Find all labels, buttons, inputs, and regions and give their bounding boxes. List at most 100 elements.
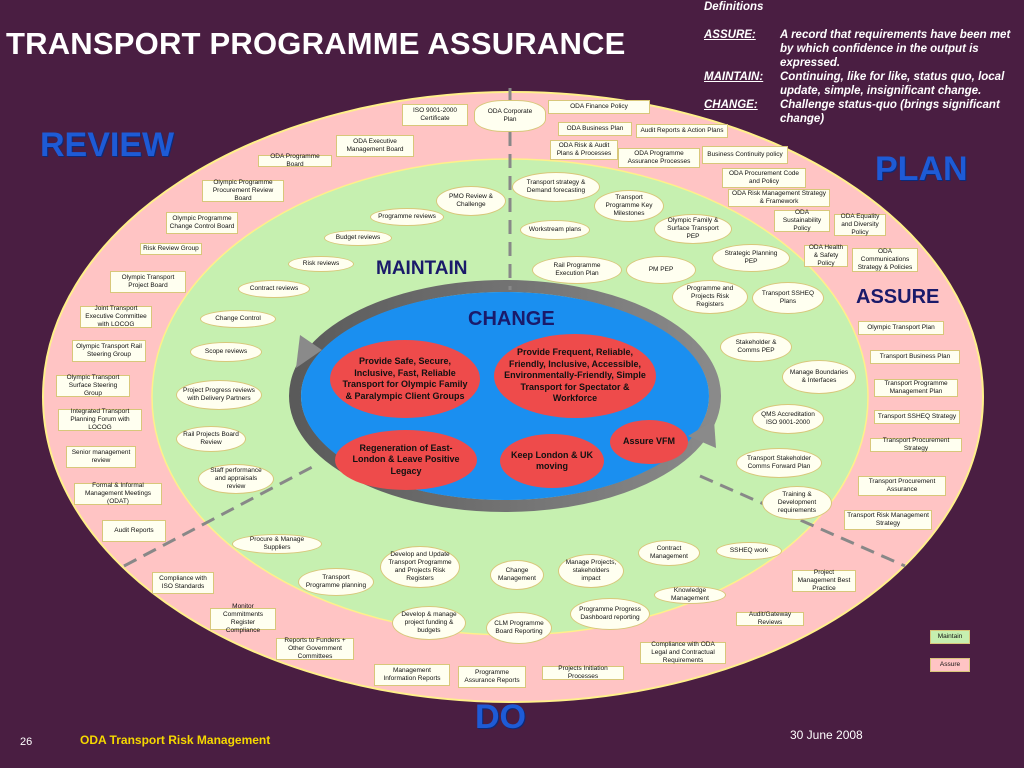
inner-item: Transport Programme Key Milestones — [594, 190, 664, 222]
inner-item: Programme Progress Dashboard reporting — [570, 598, 650, 630]
outer-item: Olympic Programme Procurement Review Boa… — [202, 179, 284, 202]
definition-text: Challenge status-quo (brings significant… — [780, 99, 1000, 125]
inner-item: Manage Projects, stakeholders impact — [558, 554, 624, 588]
outer-item: Business Continuity policy — [702, 146, 788, 164]
core-goal-keep-london-moving: Keep London & UK moving — [500, 434, 604, 488]
inner-item: Workstream plans — [520, 220, 590, 240]
definition-text: A record that requirements have been met… — [780, 29, 1011, 69]
page-title: TRANSPORT PROGRAMME ASSURANCE — [6, 26, 626, 61]
zone-label-review: REVIEW — [40, 126, 175, 164]
definitions-heading: Definitions — [704, 1, 764, 13]
outer-item: Senior management review — [66, 446, 136, 468]
outer-item: Audit/Gateway Reviews — [736, 611, 804, 626]
inner-item: Rail Programme Execution Plan — [532, 256, 622, 284]
definition-item: MAINTAIN:Continuing, like for like, stat… — [704, 70, 1022, 98]
core-goal-regeneration: Regeneration of East-London & Leave Posi… — [335, 430, 477, 490]
outer-item: Projects Initiation Processes — [542, 665, 624, 680]
footer-date: 30 June 2008 — [790, 728, 863, 742]
outer-item: Audit Reports & Action Plans — [636, 124, 728, 138]
cycle-arrow-left — [296, 335, 322, 368]
inner-item: CLM Programme Board Reporting — [486, 612, 552, 644]
outer-item: ODA Finance Policy — [548, 100, 650, 114]
inner-item: Stakeholder & Comms PEP — [720, 332, 792, 362]
zone-label-do: DO — [475, 698, 526, 736]
core-goal-spectators: Provide Frequent, Reliable, Friendly, In… — [494, 334, 656, 418]
inner-item: Training & Development requirements — [762, 486, 832, 520]
inner-item: Programme and Projects Risk Registers — [672, 280, 748, 314]
outer-item: ODA Procurement Code and Policy — [722, 168, 806, 188]
outer-item: Monitor Commitments Register Compliance — [210, 603, 276, 634]
inner-item: Staff performance and appraisals review — [198, 464, 274, 494]
core-goal-olympic-family: Provide Safe, Secure, Inclusive, Fast, R… — [330, 340, 480, 418]
outer-item: Project Management Best Practice — [792, 569, 856, 592]
inner-item: Contract Management — [638, 540, 700, 566]
inner-item: Scope reviews — [190, 342, 262, 362]
definition-term: CHANGE: — [704, 99, 758, 111]
outer-item: Programme Assurance Reports — [458, 666, 526, 688]
core-ring-shadow — [289, 280, 721, 512]
inner-item: SSHEQ work — [716, 542, 782, 560]
definition-term: ASSURE: — [704, 29, 756, 41]
outer-item: Reports to Funders + Other Government Co… — [276, 637, 354, 660]
outer-item: ODA Communications Strategy & Policies — [852, 248, 918, 272]
legend-assure: Assure — [930, 658, 970, 672]
divider-right — [699, 474, 906, 568]
outer-item: Formal & Informal Management Meetings (O… — [74, 482, 162, 505]
outer-item: ODA Risk & Audit Plans & Processes — [550, 140, 618, 160]
outer-item: ODA Programme Assurance Processes — [618, 148, 700, 168]
inner-item: Procure & Manage Suppliers — [232, 534, 322, 554]
inner-item: Transport Programme planning — [298, 568, 374, 596]
ring-label-assure: ASSURE — [856, 286, 940, 308]
outer-item: Transport Procurement Strategy — [870, 437, 962, 452]
page-number: 26 — [20, 736, 33, 748]
footer-title: ODA Transport Risk Management — [80, 733, 271, 747]
outer-item: Olympic Transport Plan — [858, 321, 944, 335]
outer-item: ODA Programme Board — [258, 153, 332, 168]
inner-item: Knowledge Management — [654, 586, 726, 604]
outer-item: Olympic Transport Surface Steering Group — [56, 374, 130, 397]
outer-item: ODA Corporate Plan — [474, 100, 546, 132]
outer-item: Compliance with ISO Standards — [152, 572, 214, 594]
outer-item: Olympic Programme Change Control Board — [166, 212, 238, 234]
inner-item: Olympic Family & Surface Transport PEP — [654, 214, 732, 244]
outer-item: Transport Business Plan — [870, 350, 960, 364]
outer-item: Olympic Transport Project Board — [110, 271, 186, 293]
outer-item: Audit Reports — [102, 520, 166, 542]
outer-item: Transport SSHEQ Strategy — [874, 410, 960, 424]
divider-left — [123, 462, 319, 568]
zone-label-plan: PLAN — [875, 150, 968, 188]
inner-item: Project Progress reviews with Delivery P… — [176, 380, 262, 410]
outer-item: Integrated Transport Planning Forum with… — [58, 408, 142, 431]
outer-item: Transport Programme Management Plan — [874, 379, 958, 397]
outer-item: ODA Business Plan — [558, 122, 632, 136]
inner-item: Strategic Planning PEP — [712, 244, 790, 272]
inner-item: Develop & manage project funding & budge… — [392, 606, 466, 640]
inner-item: Manage Boundaries & Interfaces — [782, 360, 856, 394]
inner-item: Develop and Update Transport Programme a… — [380, 546, 460, 588]
outer-item: Management Information Reports — [374, 664, 450, 686]
inner-item: Contract reviews — [238, 280, 310, 298]
inner-item: Transport SSHEQ Plans — [752, 282, 824, 314]
outer-item: ODA Risk Management Strategy & Framework — [728, 189, 830, 207]
outer-item: ODA Sustainability Policy — [774, 209, 830, 232]
definition-item: CHANGE: Challenge status-quo (brings sign… — [704, 98, 1022, 126]
cycle-arrow-right — [688, 420, 716, 448]
outer-item: Transport Procurement Assurance — [858, 476, 946, 496]
inner-item: Risk reviews — [288, 256, 354, 272]
outer-item: ODA Equality and Diversity Policy — [834, 213, 886, 236]
ring-label-maintain: MAINTAIN — [376, 258, 468, 279]
inner-item: Transport strategy & Demand forecasting — [512, 172, 600, 202]
outer-item: Compliance with ODA Legal and Contractua… — [640, 641, 726, 664]
inner-item: Change Control — [200, 310, 276, 328]
definition-text: Continuing, like for like, status quo, l… — [780, 71, 1005, 97]
core-goal-assure-vfm: Assure VFM — [610, 420, 688, 464]
legend-maintain: Maintain — [930, 630, 970, 644]
outer-item: Olympic Transport Rail Steering Group — [72, 340, 146, 362]
inner-item: Transport Stakeholder Comms Forward Plan — [736, 448, 822, 478]
outer-item: ODA Health & Safety Policy — [804, 244, 848, 267]
outer-item: Joint Transport Executive Committee with… — [80, 305, 152, 328]
outer-item: ISO 9001-2000 Certificate — [402, 104, 468, 126]
inner-item: QMS Accreditation ISO 9001-2000 — [752, 404, 824, 434]
inner-item: PM PEP — [626, 256, 696, 284]
inner-item: PMO Review & Challenge — [436, 186, 506, 216]
